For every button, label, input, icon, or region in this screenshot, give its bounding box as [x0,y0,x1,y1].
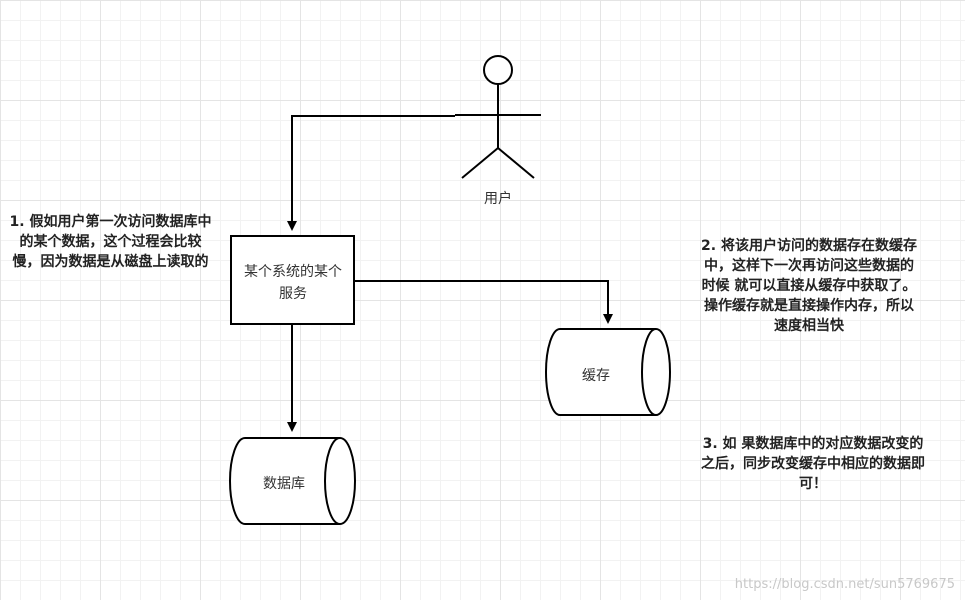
user-label: 用户 [484,191,512,207]
cache-cylinder [545,328,671,416]
cache-label: 缓存 [582,368,610,384]
step2-note: 2. 将该用户访问的数据存在数缓存中，这样下一次再访问这些数据的时候 就可以直接… [701,238,917,334]
database-cylinder [229,437,356,525]
step3-note: 3. 如 果数据库中的对应数据改变的之后，同步改变缓存中相应的数据即可！ [701,436,925,492]
user-actor-icon [455,55,541,179]
watermark-text: https://blog.csdn.net/sun5769675 [734,577,955,592]
service-to-cache-arrow [354,280,613,324]
step1-note: 1. 假如用户第一次访问数据库中的某个数据，这个过程会比较慢，因为数据是从磁盘上… [9,214,212,270]
service-label: 某个系统的某个服务 [244,264,342,302]
user-to-service-arrow [287,115,455,231]
database-label: 数据库 [263,476,305,492]
service-box [230,235,355,325]
